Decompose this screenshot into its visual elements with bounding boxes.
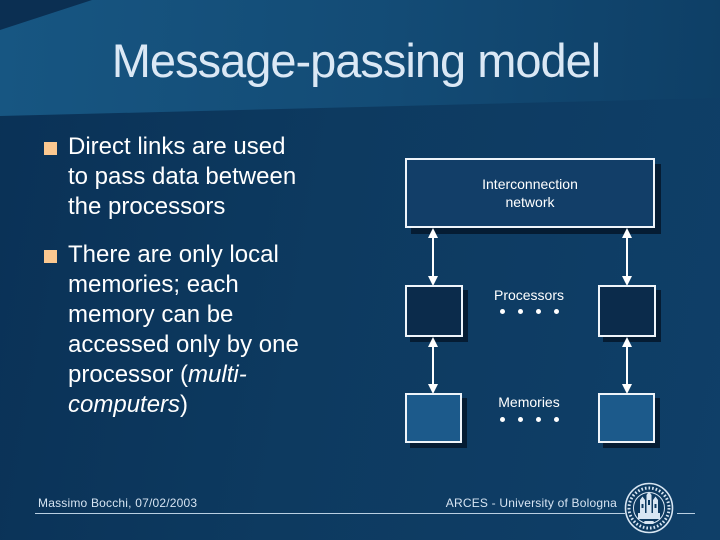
ellipsis-dot — [499, 417, 505, 422]
interconnection-network-label: Interconnection network — [482, 176, 578, 210]
bullet-text-1: Direct links are used to pass data betwe… — [68, 133, 297, 220]
bullet-list: Direct links are used to pass data betwe… — [44, 132, 380, 420]
ellipsis-dot — [535, 417, 541, 422]
title-band-background — [0, 0, 720, 116]
footer-author-date: Massimo Bocchi, 07/02/2003 — [38, 496, 198, 510]
list-item: Direct links are used to pass data betwe… — [44, 132, 380, 222]
slide-title: Message-passing model — [111, 34, 601, 87]
bullet-text-2-normal: There are only local memories; each memo… — [68, 241, 299, 388]
ellipsis-dot — [553, 417, 559, 422]
ellipsis-dot — [517, 417, 523, 422]
memories-ellipsis-dots — [459, 417, 599, 422]
double-arrow-network-processor-left — [428, 228, 438, 286]
double-arrow-network-processor-right — [622, 228, 632, 286]
bullet-square-icon — [44, 250, 57, 263]
ellipsis-dot — [553, 309, 559, 314]
processors-ellipsis-dots — [459, 309, 599, 314]
processors-label: Processors — [493, 287, 565, 303]
footer-institution: ARCES - University of Bologna — [445, 496, 617, 510]
footer-divider-line-segment — [677, 513, 695, 514]
bullet-text-2-close: ) — [180, 391, 189, 418]
list-item: There are only local memories; each memo… — [44, 240, 380, 420]
double-arrow-processor-memory-left — [428, 337, 438, 394]
corner-decoration — [0, 0, 92, 30]
bullet-square-icon — [44, 142, 57, 155]
ellipsis-dot — [499, 309, 505, 314]
bullet-text-2-italic: multi- computers — [68, 361, 247, 418]
memories-label: Memories — [498, 394, 560, 410]
ellipsis-dot — [535, 309, 541, 314]
university-of-bologna-seal-icon — [624, 482, 674, 534]
bullet-text-2: There are only local memories; each memo… — [68, 240, 299, 420]
memory-box-left — [405, 393, 462, 443]
processor-box-right — [598, 285, 656, 337]
double-arrow-processor-memory-right — [622, 337, 632, 394]
ellipsis-dot — [517, 309, 523, 314]
interconnection-network-box: Interconnection network — [405, 158, 655, 228]
processor-box-left — [405, 285, 463, 337]
memory-box-right — [598, 393, 655, 443]
footer-divider-line — [35, 513, 625, 514]
